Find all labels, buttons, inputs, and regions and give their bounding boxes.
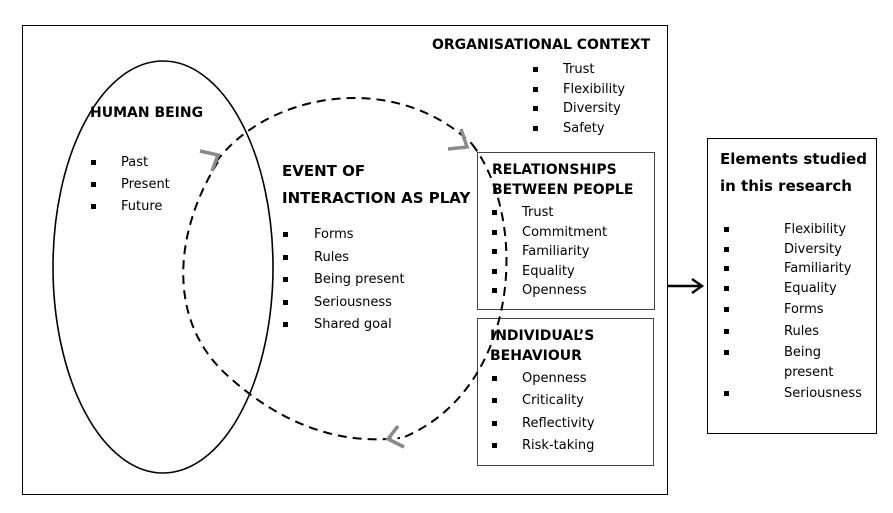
- relationships-title-line: BETWEEN PEOPLE: [492, 182, 634, 198]
- individual-behaviour-box: [477, 318, 654, 466]
- list-item: Criticality: [492, 390, 595, 412]
- list-item: Commitment: [492, 223, 607, 243]
- list-item: Openness: [492, 281, 607, 301]
- relationships-box: [477, 152, 655, 310]
- list-item: Trust: [492, 203, 607, 223]
- list-item: Seriousness: [724, 384, 862, 404]
- list-item: Flexibility: [724, 220, 862, 240]
- individual-behaviour-title: INDIVIDUAL’S BEHAVIOUR: [490, 326, 594, 366]
- list-item: Flexibility: [533, 80, 625, 100]
- list-item: Forms: [283, 224, 405, 247]
- elements-studied-box: [707, 138, 877, 434]
- individual-behaviour-title-line: INDIVIDUAL’S: [490, 328, 595, 344]
- list-item: Risk-taking: [492, 435, 595, 457]
- list-item: Trust: [533, 60, 625, 80]
- event-title: EVENT OF INTERACTION AS PLAY: [282, 158, 470, 212]
- individual-behaviour-title-line: BEHAVIOUR: [490, 348, 582, 364]
- organisational-context-title: ORGANISATIONAL CONTEXT: [432, 37, 651, 53]
- list-item: Being present: [724, 343, 854, 382]
- list-item: Familiarity: [724, 259, 862, 279]
- organisational-context-list: Trust Flexibility Diversity Safety: [533, 60, 625, 138]
- human-being-list: Past Present Future: [91, 152, 170, 218]
- list-item: Equality: [492, 262, 607, 282]
- list-item: Safety: [533, 119, 625, 139]
- list-item: Reflectivity: [492, 413, 595, 435]
- list-item: Diversity: [533, 99, 625, 119]
- event-title-line: EVENT OF: [282, 162, 366, 180]
- elements-title-line: in this research: [720, 177, 852, 195]
- individual-behaviour-list: Openness Criticality Reflectivity Risk-t…: [492, 368, 595, 458]
- event-title-line: INTERACTION AS PLAY: [282, 189, 471, 207]
- list-item: Openness: [492, 368, 595, 390]
- list-item: Past: [91, 152, 170, 174]
- list-item: Being present: [283, 269, 405, 292]
- list-item: Future: [91, 196, 170, 218]
- list-item: Rules: [724, 322, 862, 342]
- relationships-title: RELATIONSHIPS BETWEEN PEOPLE: [492, 160, 633, 200]
- relationships-list: Trust Commitment Familiarity Equality Op…: [492, 203, 607, 301]
- list-item: Forms: [724, 300, 862, 320]
- relationships-title-line: RELATIONSHIPS: [492, 162, 617, 178]
- list-item: Diversity: [724, 240, 862, 260]
- event-list: Forms Rules Being present Seriousness Sh…: [283, 224, 405, 337]
- list-item: Equality: [724, 279, 862, 299]
- elements-list: Flexibility Diversity Familiarity Equali…: [724, 220, 862, 404]
- list-item: Shared goal: [283, 314, 405, 337]
- chevron-arrow-icon: [199, 149, 221, 172]
- list-item: Rules: [283, 247, 405, 270]
- chevron-arrow-icon: [447, 128, 470, 151]
- chevron-arrow-icon: [385, 424, 405, 449]
- list-item: Present: [91, 174, 170, 196]
- list-item: Seriousness: [283, 292, 405, 315]
- elements-title-line: Elements studied: [720, 150, 867, 168]
- human-being-title: HUMAN BEING: [90, 105, 204, 121]
- list-item: Familiarity: [492, 242, 607, 262]
- organisational-context-frame: [22, 25, 668, 495]
- elements-title: Elements studied in this research: [720, 146, 867, 200]
- dashed-cycle-path: [182, 97, 508, 441]
